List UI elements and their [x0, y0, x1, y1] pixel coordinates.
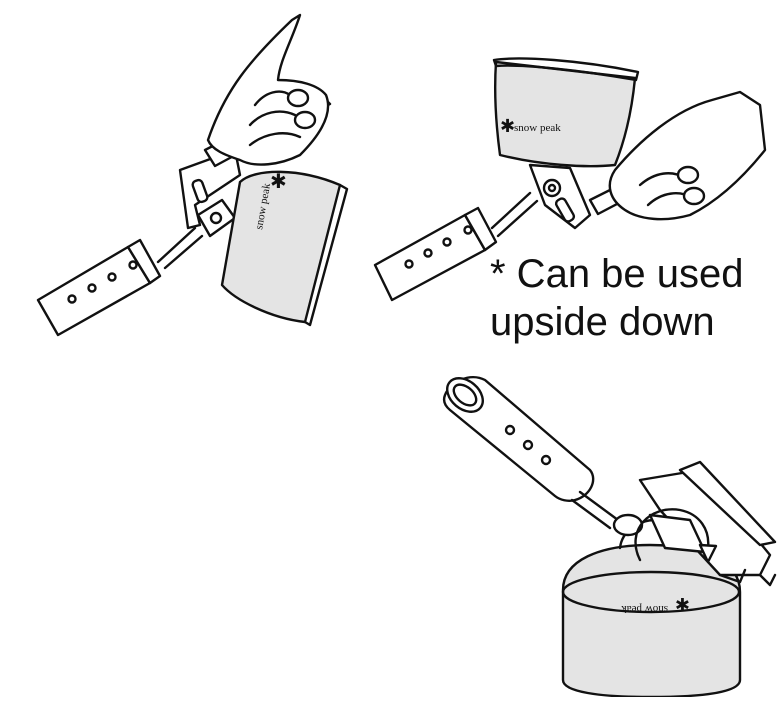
- step-2-illustration: ✱ snow peak: [373, 57, 767, 302]
- step-1-illustration: snow peak ✱: [36, 13, 349, 337]
- step-3-illustration: ✱ snow peak: [442, 375, 777, 699]
- hand-icon: [206, 13, 330, 166]
- burner-icon: [373, 191, 539, 302]
- note-line-1: * Can be used: [490, 252, 744, 296]
- snowflake-logo-icon: ✱: [500, 116, 515, 137]
- pot-icon: ✱ snow peak: [492, 57, 640, 168]
- hand-icon: [608, 90, 767, 221]
- burner-icon: [442, 375, 620, 530]
- snowflake-logo-icon: ✱: [270, 169, 287, 193]
- burner-icon: [36, 226, 204, 337]
- snowflake-logo-icon: ✱: [675, 593, 690, 614]
- rotate-arrow-icon: [634, 508, 718, 564]
- upside-down-note: * Can be used upside down: [490, 250, 744, 346]
- brand-label: snow peak: [514, 122, 561, 134]
- brand-label: snow peak: [621, 603, 668, 615]
- note-line-2: upside down: [490, 300, 715, 344]
- pot-icon: snow peak ✱: [220, 169, 349, 327]
